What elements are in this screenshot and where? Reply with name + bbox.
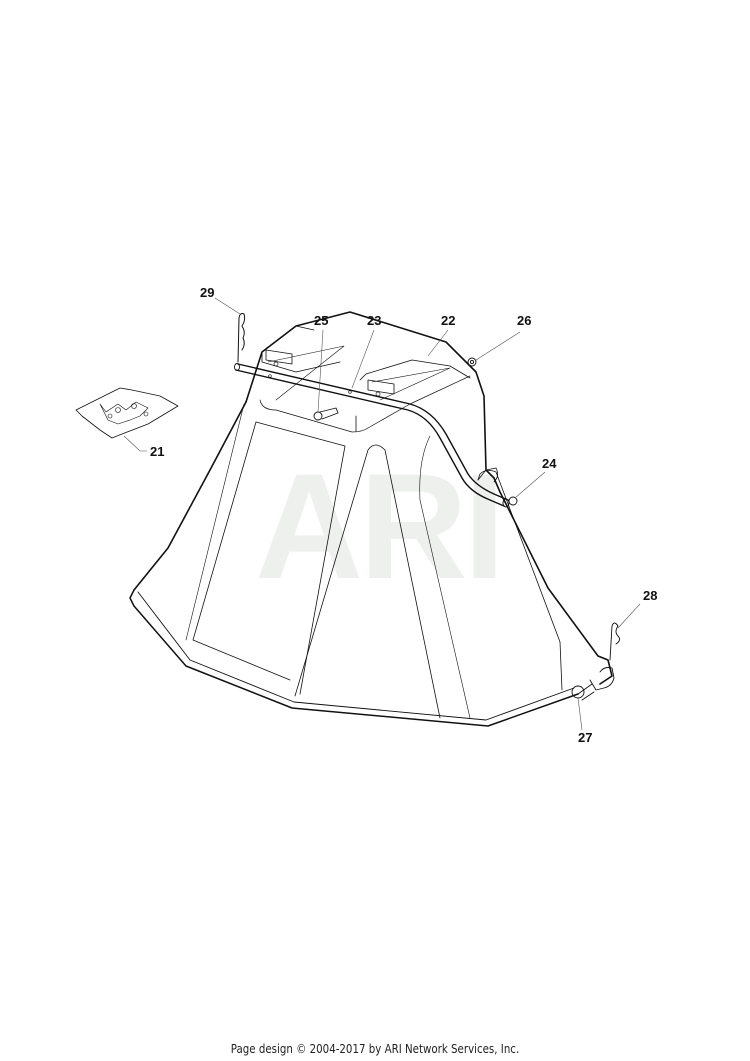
callout-27: 27 (578, 730, 592, 745)
end-cap (508, 496, 518, 506)
callout-28: 28 (643, 588, 657, 603)
bolt (313, 407, 339, 421)
callout-23: 23 (367, 313, 381, 328)
leader-lines (123, 297, 641, 731)
hardware-bag (75, 387, 179, 439)
callout-29: 29 (200, 285, 214, 300)
pin (571, 667, 615, 701)
callout-24: 24 (542, 456, 557, 471)
callout-21: 21 (150, 444, 164, 459)
callout-22: 22 (441, 313, 455, 328)
callout-25: 25 (314, 313, 328, 328)
callout-26: 26 (517, 313, 531, 328)
handle-rod (234, 363, 510, 508)
hood-body (129, 311, 613, 727)
callout-labels: 29 25 23 22 26 21 24 28 27 (150, 285, 657, 745)
nut (467, 357, 477, 367)
hairpin-clip-28 (609, 622, 621, 661)
copyright-footer: Page design © 2004-2017 by ARI Network S… (230, 1041, 520, 1056)
ari-watermark: ARI (255, 442, 501, 610)
hairpin-clip-29 (237, 313, 246, 363)
